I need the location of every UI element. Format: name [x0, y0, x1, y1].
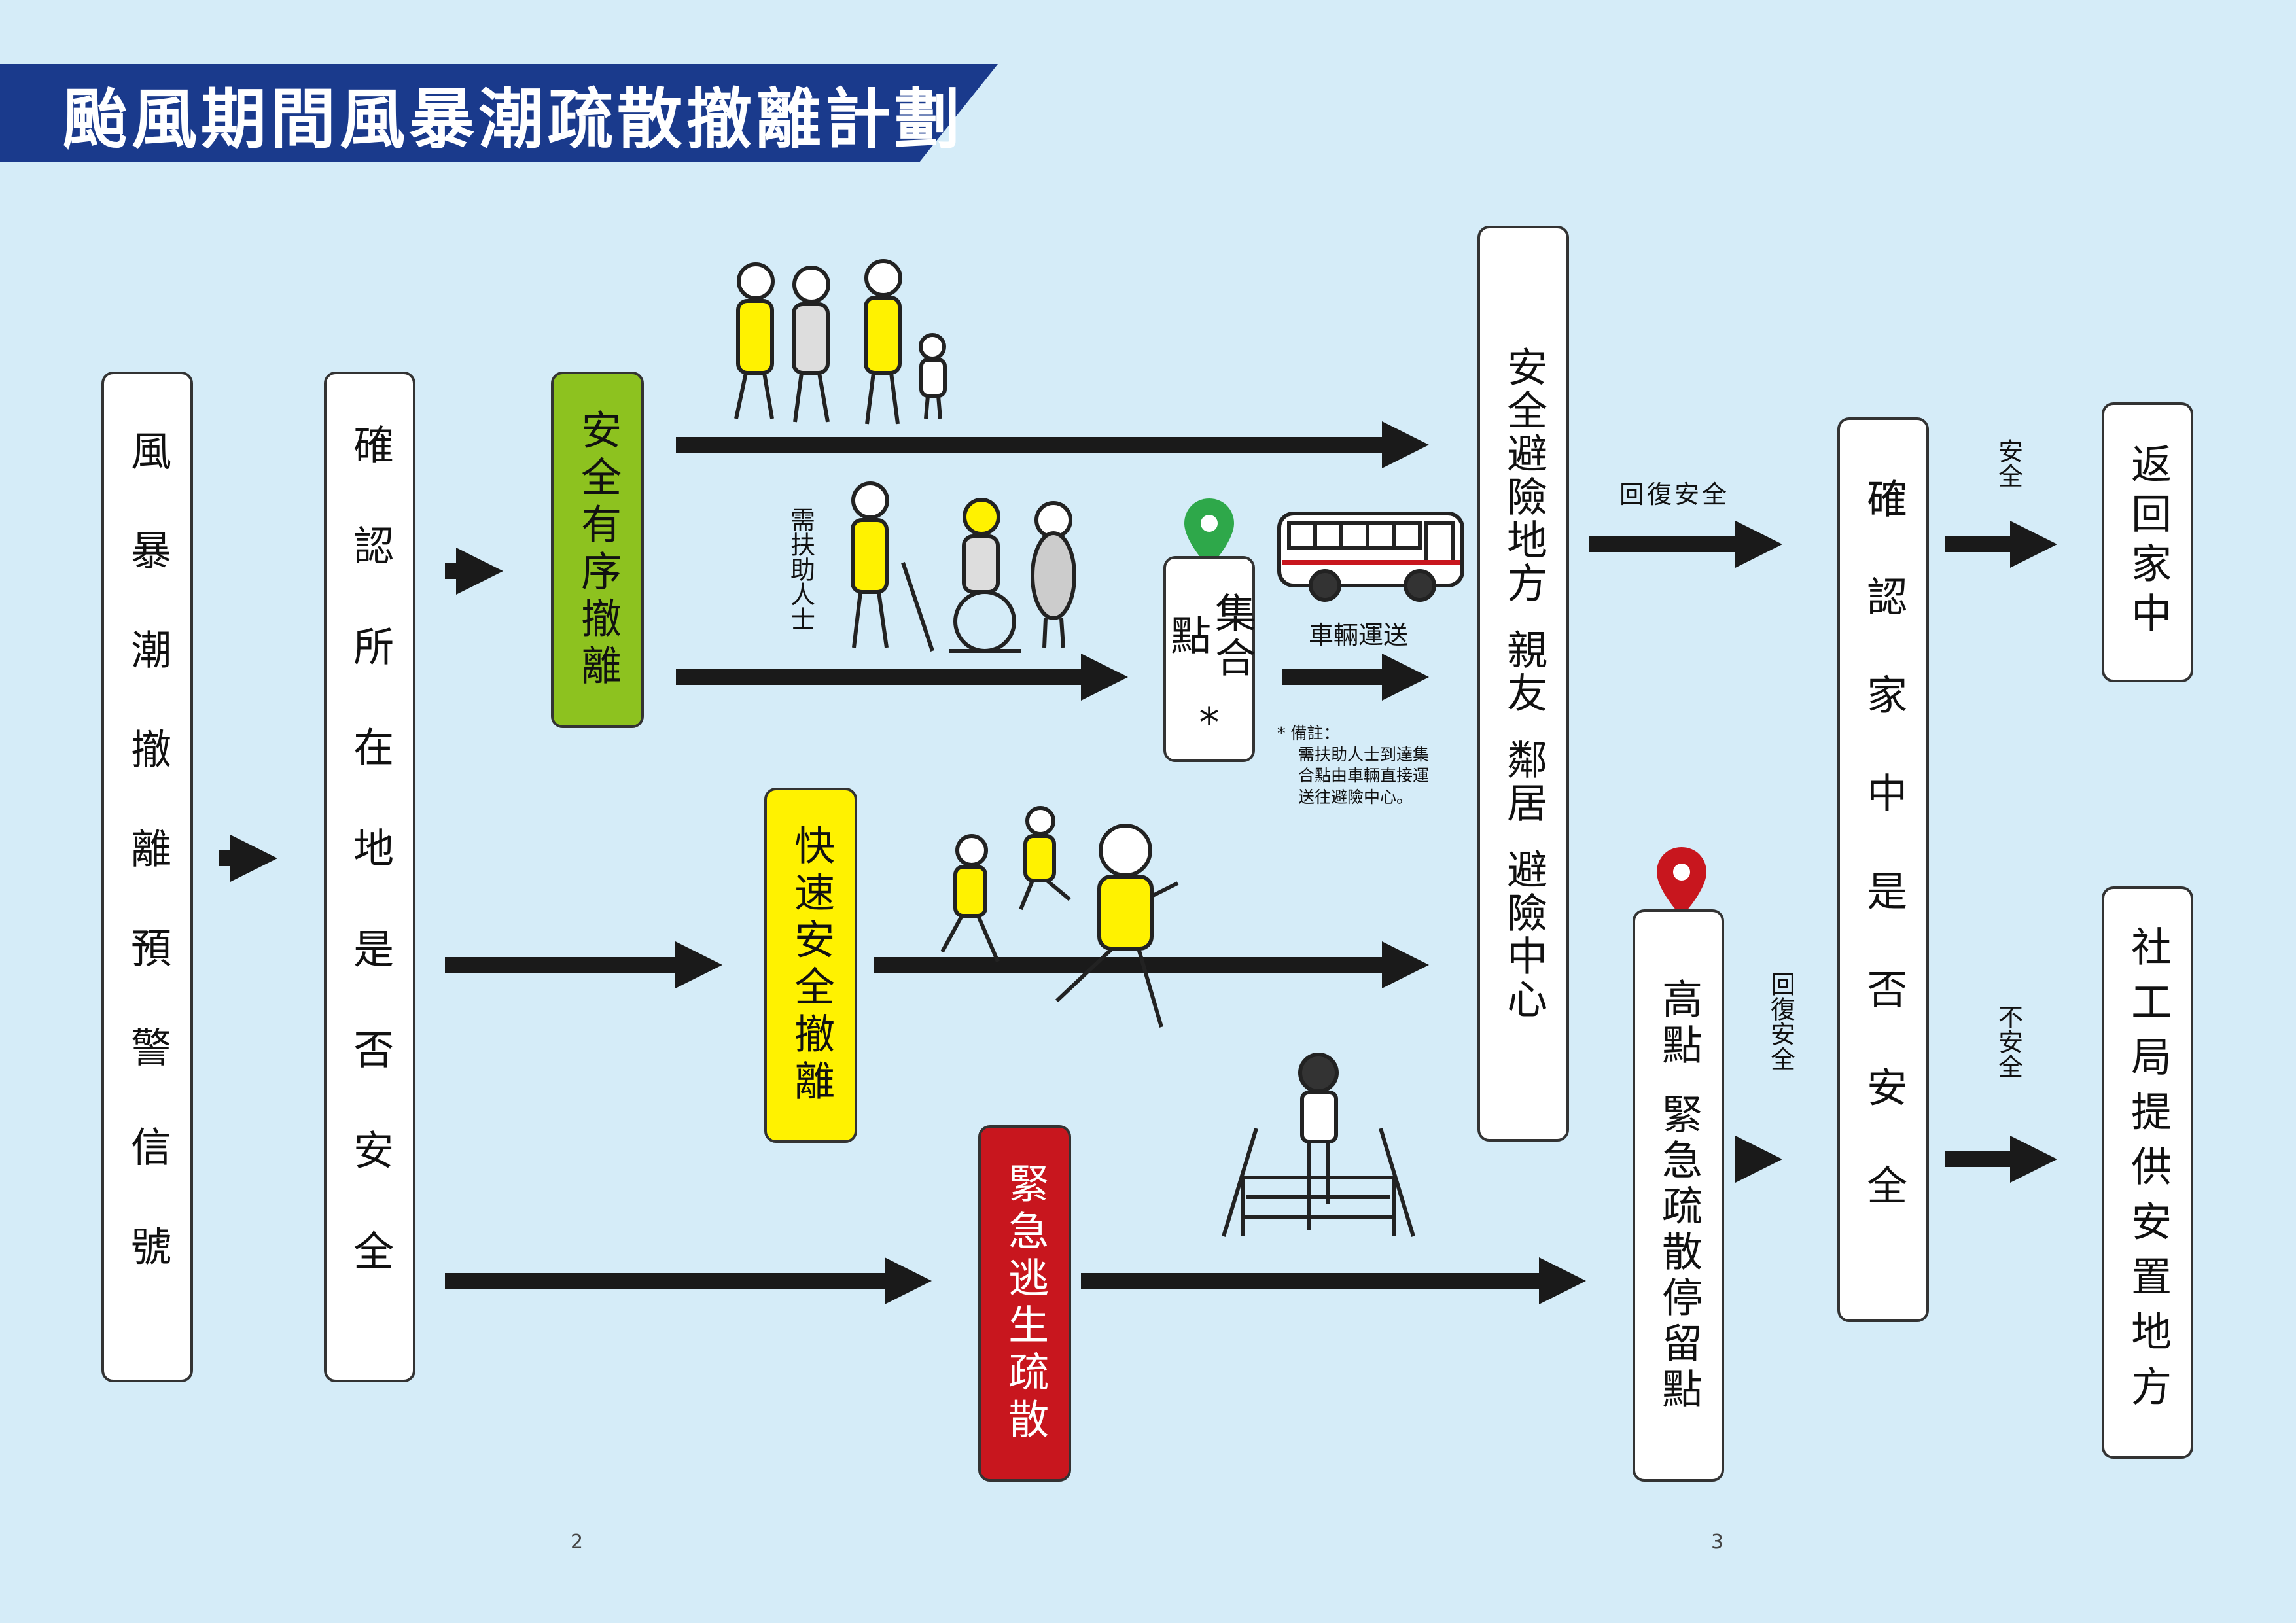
check-location-box: 確認所在地是否安全: [324, 372, 415, 1382]
refuge-relatives: 親友: [1500, 629, 1548, 715]
footnote-heading: * 備註：: [1277, 724, 1340, 742]
footnote-line-3: 送往避險中心。: [1298, 787, 1413, 807]
high-point-subtitle: 緊急疏散停留點: [1655, 1092, 1703, 1414]
refuge-neighbours: 鄰居: [1500, 739, 1548, 825]
quick-evacuation-text: 快速安全撤離: [787, 824, 836, 1107]
check-home-text: 確認家中是否安全: [1860, 477, 1908, 1263]
assembly-point-asterisk: *: [1199, 698, 1220, 746]
refuge-title: 安全避險地方: [1500, 346, 1548, 605]
return-home-box: 返回家中: [2102, 402, 2193, 682]
footnote-line-2: 合點由車輛直接運: [1298, 766, 1430, 785]
need-help-people-icon: [851, 481, 1076, 653]
restore-safe-vertical-label: 回復安全: [1766, 971, 1795, 1071]
title-banner: [0, 64, 998, 162]
warning-signal-text: 風暴潮撤離預警信號: [124, 429, 172, 1325]
social-work-text: 社工局提供安置地方: [2124, 925, 2172, 1420]
walking-family-icon: [734, 259, 947, 425]
map-pin-green-icon: [1184, 498, 1234, 568]
page-number-left: 2: [571, 1531, 584, 1554]
restore-safe-label: 回復安全: [1619, 480, 1730, 509]
footnote-line-1: 需扶助人士到達集: [1298, 744, 1430, 764]
page-number-right: 3: [1711, 1531, 1724, 1554]
check-location-text: 確認所在地是否安全: [346, 423, 395, 1331]
quick-evacuation-box: 快速安全撤離: [764, 788, 857, 1143]
page-title: 颱風期間風暴潮疏散撤離計劃: [62, 81, 964, 158]
running-people-icon: [940, 806, 1179, 1028]
high-point-box: 高點 緊急疏散停留點: [1633, 909, 1724, 1482]
warning-signal-box: 風暴潮撤離預警信號: [101, 372, 193, 1382]
high-point-title: 高點: [1655, 977, 1703, 1070]
safe-label: 安全: [1994, 438, 2023, 488]
assembly-point-box: 集合點 *: [1163, 556, 1256, 762]
assembly-footnote: * 備註： 需扶助人士到達集 合點由車輛直接運 送往避險中心。: [1277, 723, 1429, 808]
bus-icon: [1277, 512, 1464, 602]
check-home-box: 確認家中是否安全: [1837, 417, 1929, 1322]
return-home-text: 返回家中: [2124, 443, 2172, 642]
orderly-evacuation-box: 安全有序撤離: [551, 372, 644, 728]
emergency-escape-text: 緊急逃生疏散: [1001, 1162, 1050, 1445]
refuge-centre: 避險中心: [1500, 848, 1548, 1021]
social-work-box: 社工局提供安置地方: [2102, 886, 2193, 1459]
map-pin-red-icon: [1657, 847, 1706, 916]
unsafe-label: 不安全: [1994, 1004, 2023, 1079]
vehicle-transport-label: 車輛運送: [1309, 621, 1409, 650]
refuge-place-box: 安全避險地方 親友 鄰居 避險中心: [1477, 226, 1569, 1142]
stairs-climbing-icon: [1222, 1053, 1415, 1237]
emergency-escape-box: 緊急逃生疏散: [978, 1125, 1071, 1482]
orderly-evacuation-text: 安全有序撤離: [574, 408, 622, 691]
need-help-label: 需扶助人士: [786, 507, 815, 631]
assembly-point-text: 集合點: [1163, 592, 1256, 682]
